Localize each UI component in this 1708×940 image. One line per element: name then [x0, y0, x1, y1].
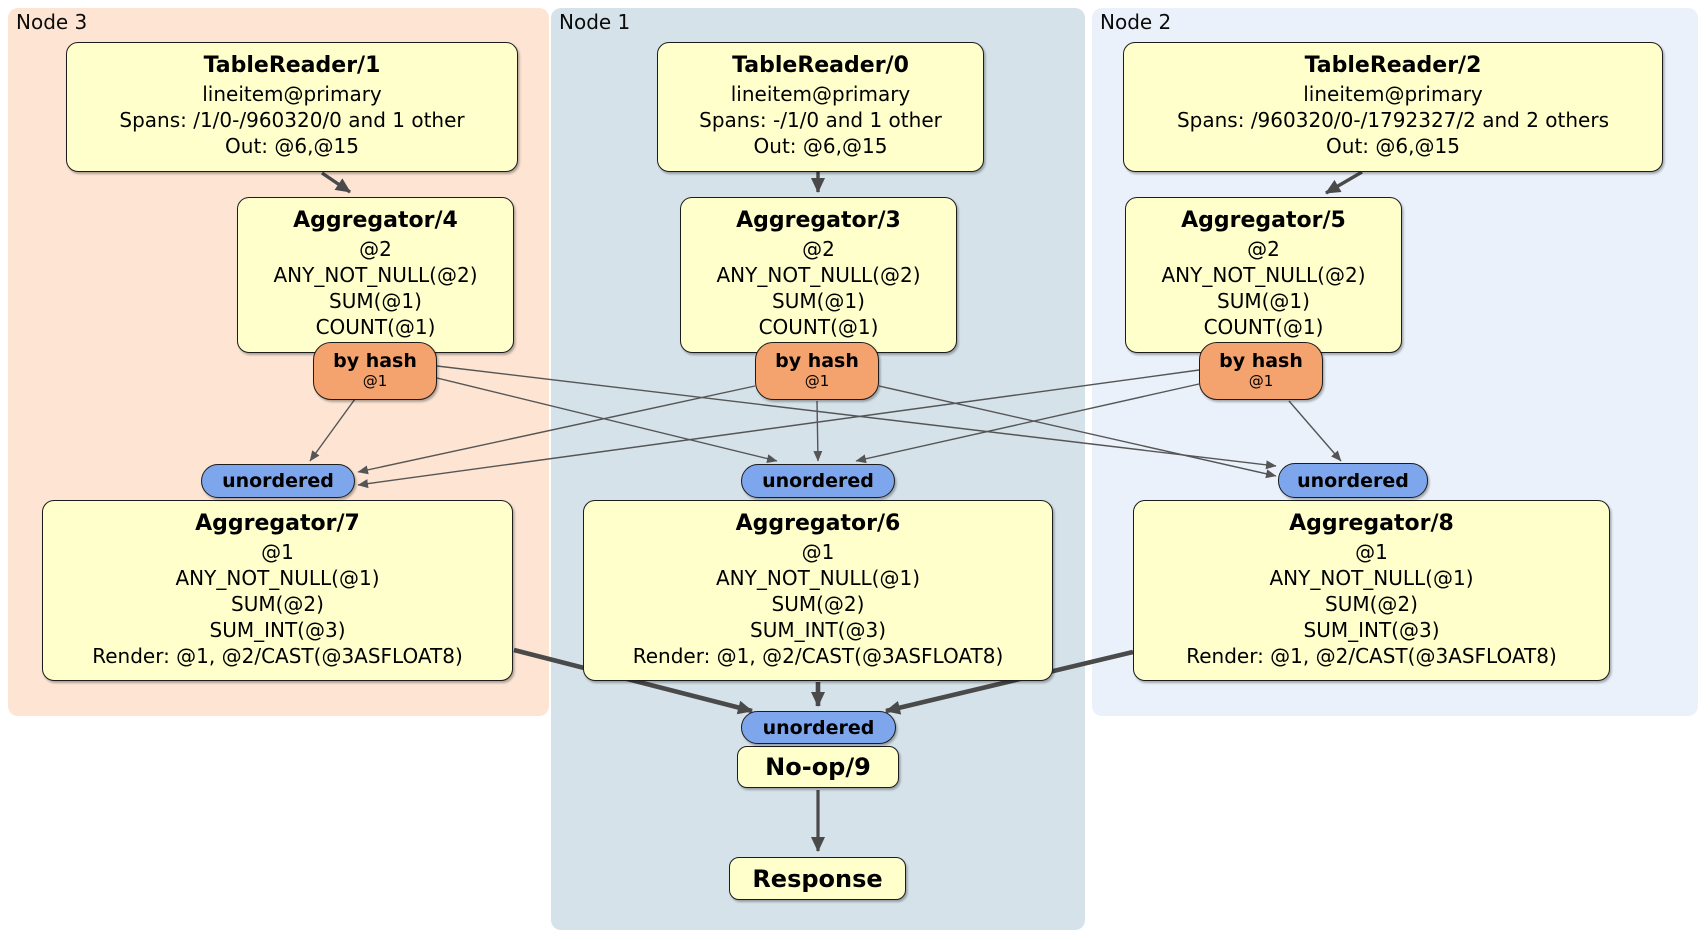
processor-aggregator-8: Aggregator/8 @1 ANY_NOT_NULL(@1) SUM(@2)… — [1133, 500, 1610, 681]
processor-tablereader-2: TableReader/2 lineitem@primary Spans: /9… — [1123, 42, 1663, 172]
processor-detail: COUNT(@1) — [315, 315, 436, 339]
router-by-hash-node1: by hash @1 — [755, 342, 879, 400]
sync-unordered-middle: unordered — [741, 464, 895, 498]
edge-r3-syncM — [436, 377, 778, 464]
router-by-hash-node3: by hash @1 — [313, 342, 437, 400]
processor-detail: lineitem@primary — [202, 82, 382, 106]
processor-detail: SUM_INT(@3) — [750, 618, 886, 642]
edge-r2-syncM — [855, 383, 1200, 464]
processor-detail: ANY_NOT_NULL(@2) — [1161, 263, 1366, 287]
edge-r1-syncM — [813, 400, 823, 462]
processor-response: Response — [729, 857, 906, 900]
processor-title: TableReader/1 — [203, 53, 381, 78]
sync-unordered-right: unordered — [1278, 463, 1428, 498]
processor-title: Response — [752, 864, 883, 893]
edge-tr1-agg4 — [321, 171, 351, 194]
router-label: by hash — [333, 350, 417, 372]
processor-title: Aggregator/7 — [195, 511, 360, 536]
router-detail: @1 — [1248, 372, 1274, 390]
processor-aggregator-3: Aggregator/3 @2 ANY_NOT_NULL(@2) SUM(@1)… — [680, 197, 957, 353]
processor-title: No-op/9 — [765, 753, 871, 781]
processor-tablereader-1: TableReader/1 lineitem@primary Spans: /1… — [66, 42, 518, 172]
router-detail: @1 — [804, 372, 830, 390]
router-by-hash-node2: by hash @1 — [1199, 342, 1323, 400]
processor-detail: SUM(@2) — [1325, 592, 1418, 616]
processor-detail: ANY_NOT_NULL(@2) — [273, 263, 478, 287]
processor-detail: Render: @1, @2/CAST(@3ASFLOAT8) — [1186, 644, 1557, 668]
processor-detail: ANY_NOT_NULL(@1) — [716, 566, 920, 590]
node2-label: Node 2 — [1100, 10, 1172, 34]
processor-title: Aggregator/3 — [736, 208, 901, 233]
processor-detail: Spans: -/1/0 and 1 other — [699, 108, 942, 132]
processor-detail: Render: @1, @2/CAST(@3ASFLOAT8) — [632, 644, 1004, 668]
processor-detail: COUNT(@1) — [1203, 315, 1324, 339]
processor-detail: Spans: /1/0-/960320/0 and 1 other — [119, 108, 465, 132]
processor-aggregator-6: Aggregator/6 @1 ANY_NOT_NULL(@1) SUM(@2)… — [583, 500, 1053, 681]
processor-detail: @2 — [1247, 237, 1280, 261]
edge-r1-syncL — [357, 385, 756, 475]
processor-detail: @1 — [1355, 540, 1388, 564]
processor-detail: Out: @6,@15 — [753, 134, 888, 158]
processor-aggregator-4: Aggregator/4 @2 ANY_NOT_NULL(@2) SUM(@1)… — [237, 197, 514, 353]
processor-detail: ANY_NOT_NULL(@1) — [175, 566, 380, 590]
processor-detail: SUM(@2) — [231, 592, 324, 616]
node3-label: Node 3 — [16, 10, 88, 34]
processor-detail: COUNT(@1) — [758, 315, 879, 339]
edge-r2-syncR — [1288, 400, 1342, 462]
sync-label: unordered — [1297, 469, 1409, 492]
sync-unordered-left: unordered — [201, 464, 355, 498]
edge-agg8-syncB — [885, 649, 1134, 715]
processor-detail: SUM(@1) — [1217, 289, 1310, 313]
processor-title: Aggregator/6 — [735, 511, 901, 536]
sync-unordered-bottom: unordered — [741, 711, 896, 744]
sync-label: unordered — [762, 716, 875, 739]
sync-label: unordered — [222, 470, 334, 492]
sync-label: unordered — [762, 470, 874, 492]
processor-detail: @2 — [802, 237, 835, 261]
edge-r2-syncL — [357, 369, 1200, 489]
processor-detail: ANY_NOT_NULL(@1) — [1269, 566, 1474, 590]
router-label: by hash — [775, 350, 859, 372]
processor-aggregator-5: Aggregator/5 @2 ANY_NOT_NULL(@2) SUM(@1)… — [1125, 197, 1402, 353]
processor-title: Aggregator/5 — [1181, 208, 1346, 233]
processor-detail: @1 — [261, 540, 294, 564]
processor-detail: SUM_INT(@3) — [1303, 618, 1440, 642]
processor-detail: Out: @6,@15 — [225, 134, 359, 158]
processor-detail: SUM(@1) — [329, 289, 422, 313]
edge-r3-syncR — [436, 365, 1277, 470]
edge-r3-syncL — [309, 398, 356, 462]
processor-title: TableReader/0 — [732, 53, 909, 78]
processor-detail: SUM(@1) — [772, 289, 865, 313]
router-detail: @1 — [362, 372, 388, 390]
processor-detail: Render: @1, @2/CAST(@3ASFLOAT8) — [92, 644, 463, 668]
processor-detail: @1 — [801, 540, 835, 564]
node1-label: Node 1 — [559, 10, 631, 34]
edge-tr2-agg5 — [1325, 170, 1363, 195]
processor-title: Aggregator/4 — [293, 208, 458, 233]
processor-tablereader-0: TableReader/0 lineitem@primary Spans: -/… — [657, 42, 984, 172]
edge-r1-syncR — [878, 385, 1277, 479]
processor-detail: Spans: /960320/0-/1792327/2 and 2 others — [1176, 108, 1609, 132]
processor-detail: @2 — [359, 237, 392, 261]
router-label: by hash — [1219, 350, 1303, 372]
processor-title: TableReader/2 — [1304, 53, 1482, 78]
processor-title: Aggregator/8 — [1289, 511, 1454, 536]
processor-detail: SUM(@2) — [771, 592, 865, 616]
processor-detail: lineitem@primary — [730, 82, 911, 106]
processor-detail: lineitem@primary — [1303, 82, 1483, 106]
processor-detail: Out: @6,@15 — [1326, 134, 1460, 158]
processor-noop-9: No-op/9 — [737, 746, 899, 788]
processor-aggregator-7: Aggregator/7 @1 ANY_NOT_NULL(@1) SUM(@2)… — [42, 500, 513, 681]
processor-detail: SUM_INT(@3) — [209, 618, 346, 642]
processor-detail: ANY_NOT_NULL(@2) — [716, 263, 921, 287]
